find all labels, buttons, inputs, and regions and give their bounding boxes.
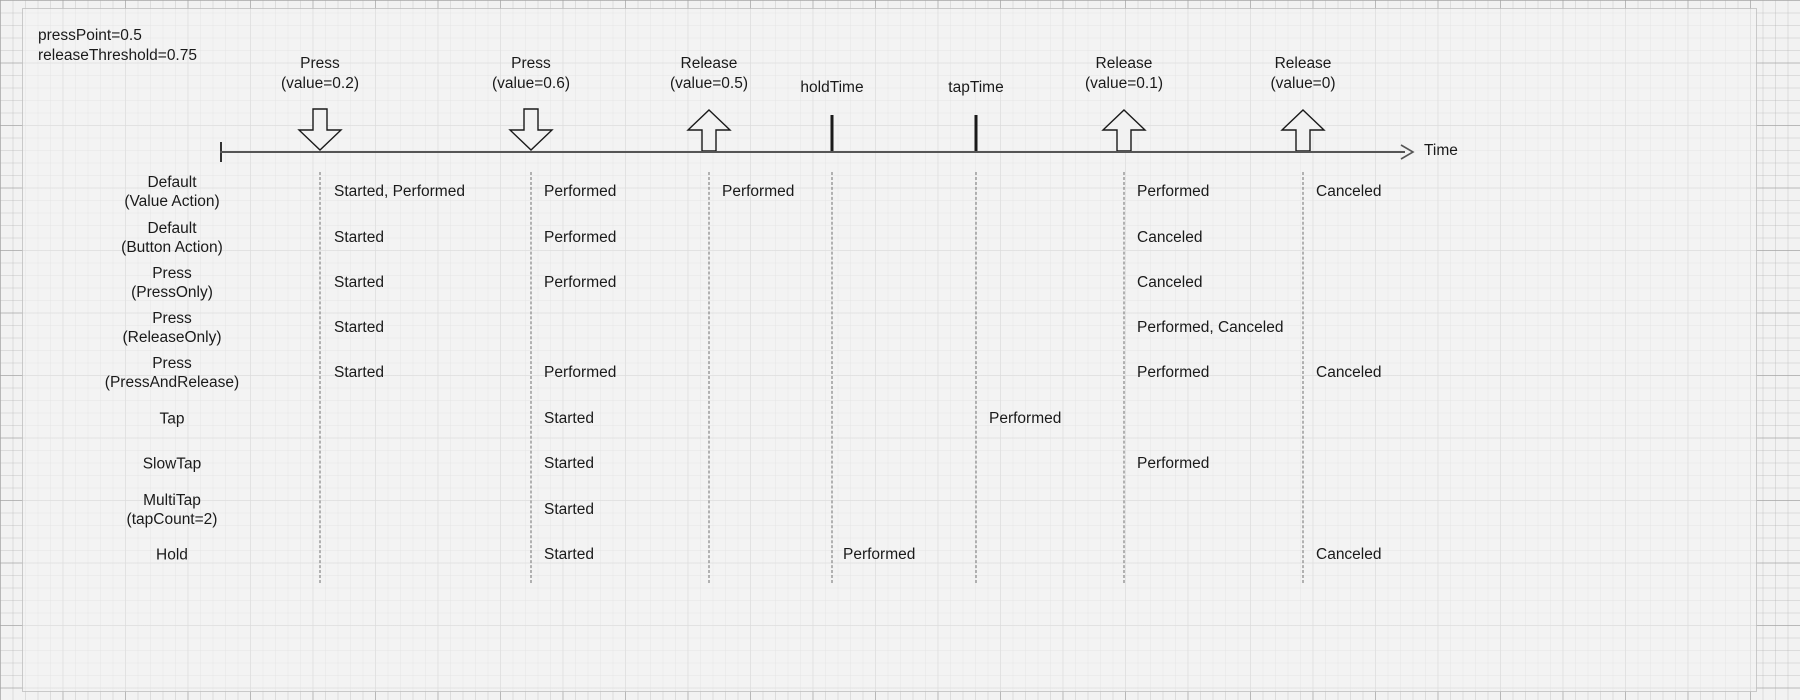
cell-default-button-action-0: Started [334, 229, 384, 246]
cell-hold-2: Canceled [1316, 546, 1382, 563]
event-title: Press [300, 55, 340, 72]
event-label-release-01: Release (value=0.1) [1085, 54, 1163, 94]
cell-tap-0: Started [544, 410, 594, 427]
press-arrow-down-icon-press-02 [297, 108, 343, 152]
diagram-sheet [22, 8, 1757, 692]
event-label-taptime: tapTime [948, 78, 1003, 98]
guide-line-release-0 [1302, 172, 1304, 583]
cell-slowtap-1: Performed [1137, 455, 1210, 472]
cell-press-pressandrelease-1: Performed [544, 364, 617, 381]
event-label-holdtime: holdTime [800, 78, 863, 98]
cell-default-button-action-1: Performed [544, 229, 617, 246]
row-label-multitap: MultiTap (tapCount=2) [22, 491, 322, 529]
guide-line-holdtime [831, 172, 833, 583]
event-label-press-02: Press (value=0.2) [281, 54, 359, 94]
cell-default-value-action-0: Started, Performed [334, 183, 465, 200]
row-label-line: MultiTap [143, 492, 201, 509]
cell-press-pressandrelease-2: Performed [1137, 364, 1210, 381]
cell-press-pressandrelease-0: Started [334, 364, 384, 381]
event-label-release-05: Release (value=0.5) [670, 54, 748, 94]
event-title: tapTime [948, 79, 1004, 96]
event-title: holdTime [800, 79, 864, 96]
row-label-press-releaseonly: Press (ReleaseOnly) [22, 309, 322, 347]
event-detail: (value=0) [1270, 75, 1336, 92]
time-tick-taptime [974, 115, 978, 152]
row-label-line: Tap [159, 410, 185, 428]
event-title: Press [511, 55, 551, 72]
cell-press-pressandrelease-3: Canceled [1316, 364, 1382, 381]
guide-line-release-01 [1123, 172, 1125, 583]
row-label-line: (ReleaseOnly) [122, 329, 222, 346]
cell-default-value-action-4: Canceled [1316, 183, 1382, 200]
event-detail: (value=0.1) [1085, 75, 1163, 92]
release-arrow-up-icon-release-0 [1280, 108, 1326, 152]
event-label-press-06: Press (value=0.6) [492, 54, 570, 94]
row-label-line: Hold [156, 546, 188, 564]
row-label-line: Default [147, 220, 197, 237]
row-label-line: SlowTap [142, 455, 202, 473]
row-label-line: (PressOnly) [131, 284, 213, 301]
cell-hold-1: Performed [843, 546, 916, 563]
cell-press-releaseonly-1: Performed, Canceled [1137, 319, 1284, 336]
row-label-press-pressandrelease: Press (PressAndRelease) [22, 354, 322, 392]
cell-tap-1: Performed [989, 410, 1062, 427]
event-title: Release [680, 55, 738, 72]
cell-default-value-action-2: Performed [722, 183, 795, 200]
timeline-axis [220, 151, 1405, 153]
event-label-release-0: Release (value=0) [1270, 54, 1335, 94]
axis-time-label: Time [1424, 142, 1458, 159]
cell-press-pressonly-2: Canceled [1137, 274, 1203, 291]
cell-press-pressonly-1: Performed [544, 274, 617, 291]
cell-slowtap-0: Started [544, 455, 594, 472]
time-tick-holdtime [830, 115, 834, 152]
release-arrow-up-icon-release-01 [1101, 108, 1147, 152]
row-label-tap: Tap [22, 410, 322, 429]
parameters-note: pressPoint=0.5 releaseThreshold=0.75 [38, 27, 197, 64]
cell-default-value-action-1: Performed [544, 183, 617, 200]
cell-default-button-action-2: Canceled [1137, 229, 1203, 246]
row-label-line: Default [147, 174, 197, 191]
event-detail: (value=0.2) [281, 75, 359, 92]
row-label-line: (Value Action) [124, 193, 220, 210]
row-label-line: Press [152, 310, 192, 327]
row-label-line: (tapCount=2) [126, 511, 218, 528]
row-label-default-button-action: Default (Button Action) [22, 219, 322, 257]
event-title: Release [1274, 55, 1332, 72]
press-arrow-down-icon-press-06 [508, 108, 554, 152]
cell-multitap-0: Started [544, 501, 594, 518]
guide-line-press-06 [530, 172, 532, 583]
release-arrow-up-icon-release-05 [686, 108, 732, 152]
cell-default-value-action-3: Performed [1137, 183, 1210, 200]
cell-press-releaseonly-0: Started [334, 319, 384, 336]
row-label-default-value-action: Default (Value Action) [22, 173, 322, 211]
event-title: Release [1095, 55, 1153, 72]
row-label-hold: Hold [22, 546, 322, 565]
guide-line-press-02 [319, 172, 321, 583]
axis-arrow-icon [1398, 142, 1418, 162]
cell-press-pressonly-0: Started [334, 274, 384, 291]
cell-hold-0: Started [544, 546, 594, 563]
row-label-slowtap: SlowTap [22, 455, 322, 474]
row-label-line: Press [152, 265, 192, 282]
guide-line-taptime [975, 172, 977, 583]
row-label-press-pressonly: Press (PressOnly) [22, 264, 322, 302]
row-label-line: Press [152, 355, 192, 372]
guide-line-release-05 [708, 172, 710, 583]
event-detail: (value=0.6) [492, 75, 570, 92]
row-label-line: (PressAndRelease) [104, 374, 240, 391]
row-label-line: (Button Action) [121, 239, 223, 256]
event-detail: (value=0.5) [670, 75, 748, 92]
